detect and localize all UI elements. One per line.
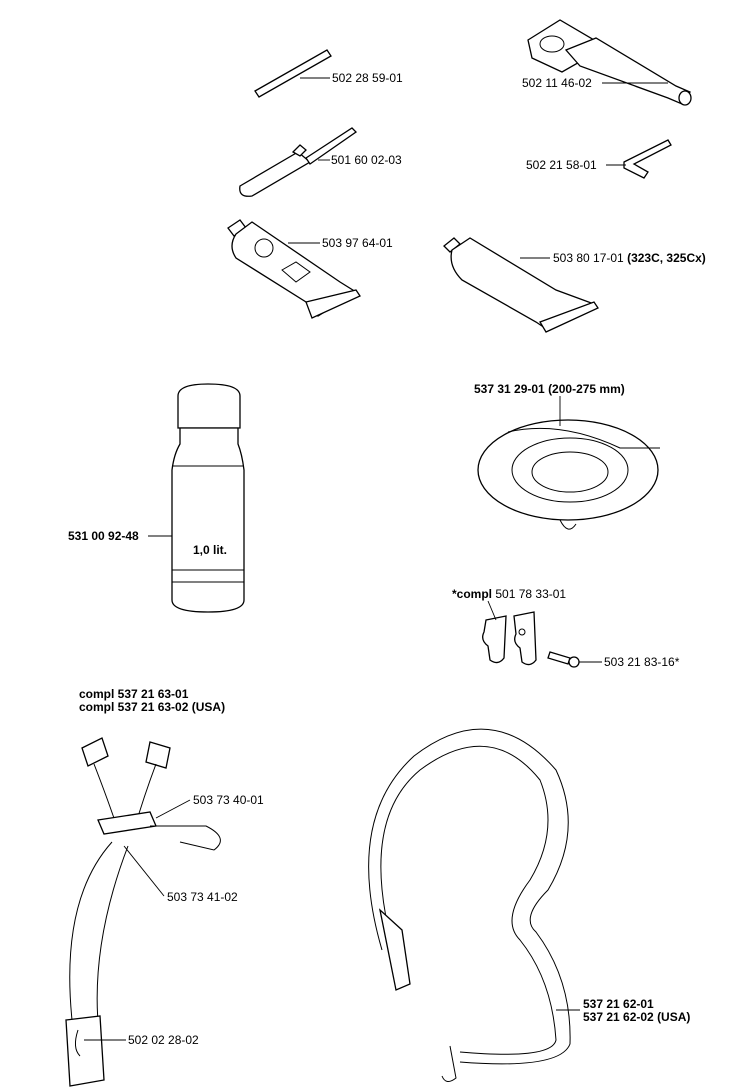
oil-bottle-volume: 1,0 lit. <box>193 543 228 557</box>
clamp-compl: *compl <box>452 587 493 601</box>
guard-label: 537 31 29-01 (200-275 mm) <box>474 382 625 396</box>
harness-buckle-b-label: 503 73 41-02 <box>167 890 238 904</box>
clamp-part <box>482 611 537 666</box>
strap-part <box>368 728 571 1082</box>
harness-label-line2: compl 537 21 63-02 (USA) <box>79 700 226 714</box>
leader-clamp <box>487 600 497 621</box>
clamp-part-number: 501 78 33-01 <box>495 587 567 601</box>
pin-label: 502 28 59-01 <box>332 71 403 85</box>
harness-hook-label: 502 02 28-02 <box>128 1033 199 1047</box>
screwdriver-part <box>239 127 358 197</box>
clamp-label: *compl 501 78 33-01 <box>452 587 566 601</box>
harness-part <box>65 737 221 1087</box>
grease-tube-large-models: (323C, 325Cx) <box>627 251 706 265</box>
grease-tube-small-part <box>227 219 361 319</box>
screwdriver-label: 501 60 02-03 <box>331 153 402 167</box>
wrench-label: 502 11 46-02 <box>522 76 592 90</box>
grease-tube-large-label: 503 80 17-01 (323C, 325Cx) <box>553 251 706 265</box>
wrench-part <box>527 19 692 106</box>
oil-bottle-label: 531 00 92-48 <box>68 529 139 543</box>
harness-buckle-a-label: 503 73 40-01 <box>193 793 264 807</box>
leader-harness-buckle-b <box>123 845 165 897</box>
strap-label-line2: 537 21 62-02 (USA) <box>583 1010 691 1024</box>
harness-label-line1: compl 537 21 63-01 <box>79 687 189 701</box>
oil-bottle-part <box>171 383 245 613</box>
grease-tube-large-part-number: 503 80 17-01 <box>553 251 624 265</box>
strap-label-line1: 537 21 62-01 <box>583 997 654 1011</box>
hex-key-part <box>623 139 672 179</box>
grease-tube-small-label: 503 97 64-01 <box>322 236 393 250</box>
clamp-screw-label: 503 21 83-16* <box>604 655 680 669</box>
pin-part <box>254 49 332 98</box>
guard-part <box>477 419 660 530</box>
hex-key-label: 502 21 58-01 <box>526 158 597 172</box>
grease-tube-large-part <box>443 237 599 333</box>
clamp-screw-part <box>547 651 580 668</box>
leader-harness-buckle-a <box>155 799 191 819</box>
